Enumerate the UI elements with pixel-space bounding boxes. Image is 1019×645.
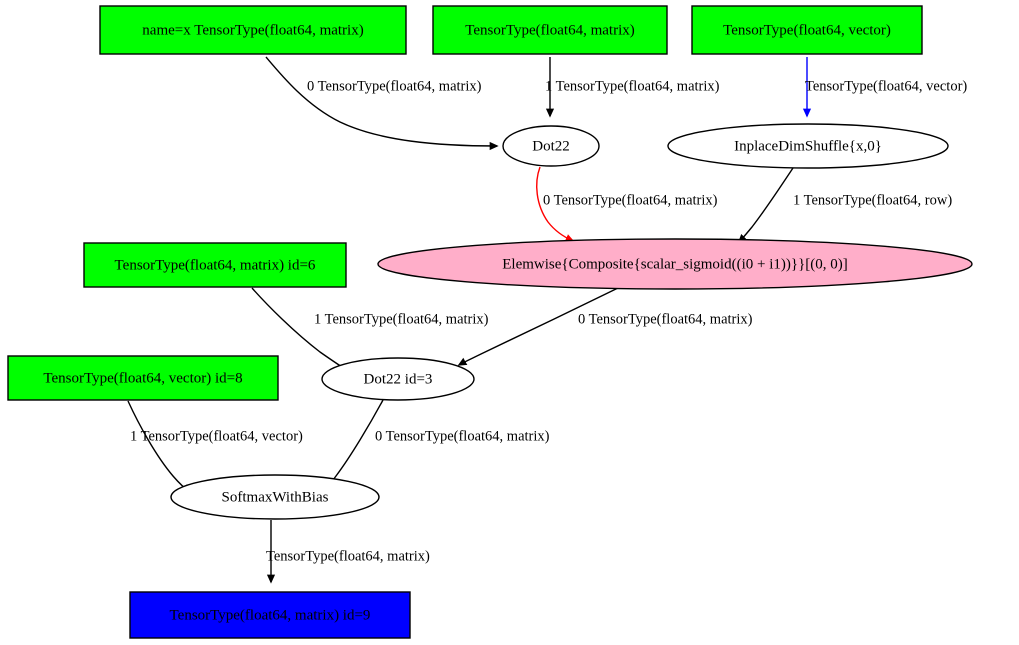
graph-node[interactable]: Dot22 id=3	[321, 357, 475, 401]
edge-label: 0 TensorType(float64, matrix)	[543, 192, 718, 208]
graph-edge	[737, 167, 794, 244]
node-shape-ellipse	[170, 474, 380, 520]
graph-node[interactable]: TensorType(float64, matrix) id=9	[129, 591, 411, 639]
graph-node[interactable]: TensorType(float64, vector)	[691, 5, 923, 55]
node-shape-ellipse	[377, 238, 973, 290]
graph-edge	[457, 287, 619, 366]
graph-node[interactable]: TensorType(float64, matrix)	[432, 5, 668, 55]
node-label: TensorType(float64, vector) id=8	[43, 370, 242, 386]
node-shape-box	[432, 5, 668, 55]
graph-edge	[127, 400, 192, 493]
edge-label: 1 TensorType(float64, row)	[793, 192, 952, 208]
node-shape-box	[99, 5, 407, 55]
node-shape-ellipse	[667, 123, 949, 169]
node-label: TensorType(float64, matrix)	[465, 22, 635, 38]
graph-node[interactable]: InplaceDimShuffle{x,0}	[667, 123, 949, 169]
node-label: Dot22 id=3	[364, 371, 433, 387]
graph-edge	[536, 166, 575, 242]
graph-node[interactable]: name=x TensorType(float64, matrix)	[99, 5, 407, 55]
graph-edge	[265, 56, 499, 151]
node-shape-box	[7, 355, 279, 401]
node-label: Elemwise{Composite{scalar_sigmoid((i0 + …	[502, 256, 848, 272]
edge-label: 1 TensorType(float64, matrix)	[314, 311, 489, 327]
graph-node[interactable]: Dot22	[502, 125, 600, 167]
graph-node[interactable]: TensorType(float64, vector) id=8	[7, 355, 279, 401]
node-shape-box	[691, 5, 923, 55]
graph-node[interactable]: Elemwise{Composite{scalar_sigmoid((i0 + …	[377, 238, 973, 290]
node-label: Dot22	[532, 138, 570, 154]
node-shape-ellipse	[502, 125, 600, 167]
edge-label: 1 TensorType(float64, matrix)	[545, 78, 720, 94]
edge-label: 1 TensorType(float64, vector)	[130, 428, 303, 444]
nodes-layer: name=x TensorType(float64, matrix) Tensor…	[7, 5, 973, 639]
edge-label: 0 TensorType(float64, matrix)	[375, 428, 550, 444]
node-shape-box	[83, 242, 347, 288]
node-label: SoftmaxWithBias	[222, 489, 329, 505]
node-label: InplaceDimShuffle{x,0}	[734, 138, 882, 154]
graph-node[interactable]: SoftmaxWithBias	[170, 474, 380, 520]
node-label: name=x TensorType(float64, matrix)	[142, 22, 363, 38]
node-shape-ellipse	[321, 357, 475, 401]
node-label: TensorType(float64, matrix) id=6	[115, 257, 316, 273]
node-label: TensorType(float64, matrix) id=9	[170, 607, 371, 623]
edge-label: TensorType(float64, matrix)	[266, 548, 430, 564]
edge-labels-layer: 0 TensorType(float64, matrix) 1 TensorTyp…	[130, 78, 967, 564]
edge-label: TensorType(float64, vector)	[805, 78, 967, 94]
edge-label: 0 TensorType(float64, matrix)	[307, 78, 482, 94]
edge-label: 0 TensorType(float64, matrix)	[578, 311, 753, 327]
node-shape-box	[129, 591, 411, 639]
node-label: TensorType(float64, vector)	[723, 22, 891, 38]
graph-node[interactable]: TensorType(float64, matrix) id=6	[83, 242, 347, 288]
